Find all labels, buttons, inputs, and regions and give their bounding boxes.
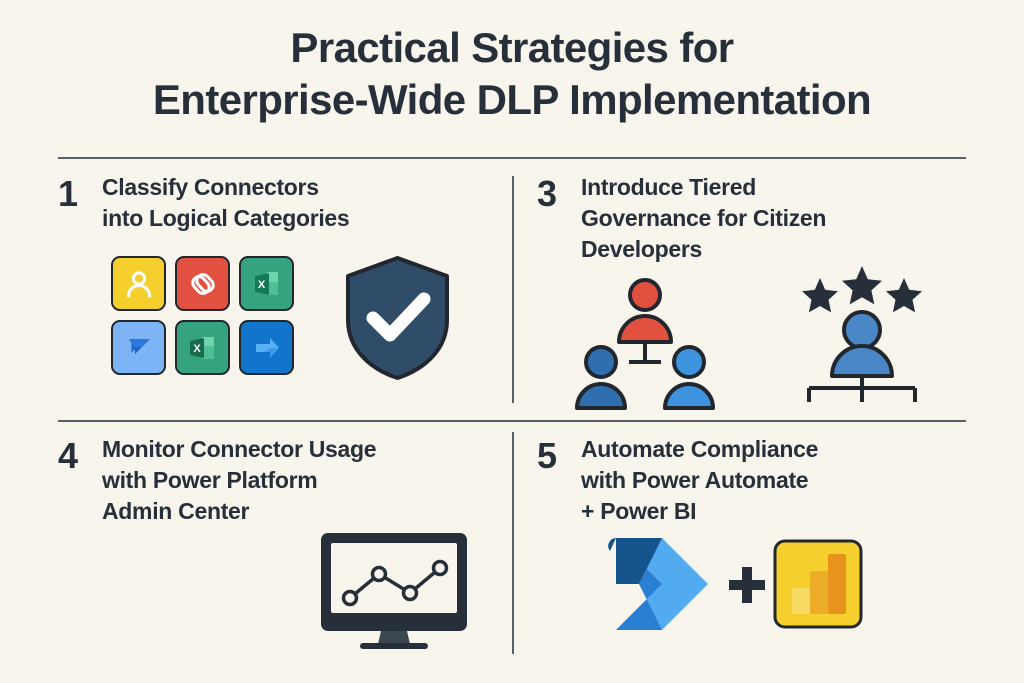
- connector-tile-grid: X X: [111, 256, 294, 375]
- section-number: 4: [58, 435, 79, 476]
- star-person-art: [801, 264, 923, 409]
- divider-horizontal-top: [58, 157, 966, 159]
- flag-connector-tile[interactable]: [111, 320, 166, 375]
- title-line-2: Enterprise-Wide DLP Implementation: [152, 76, 872, 123]
- svg-text:X: X: [257, 279, 265, 291]
- star-person-icon: [802, 266, 922, 402]
- monitor-art: [318, 530, 470, 655]
- divider-vertical-upper: [512, 176, 514, 403]
- person-icon: [126, 270, 151, 297]
- arrow-right-icon: [255, 337, 279, 358]
- monitor-line-chart-icon: [321, 533, 467, 649]
- excel-icon: X: [254, 271, 278, 295]
- section-heading: Automate Compliance with Power Automate …: [581, 436, 819, 524]
- link-loop-icon: [190, 272, 215, 295]
- section-header: 1 Classify Connectors into Logical Categ…: [58, 172, 498, 234]
- divider-vertical-lower: [512, 432, 514, 654]
- power-automate-art: [604, 534, 712, 639]
- section-header: 3 Introduce Tiered Governance for Citize…: [537, 172, 967, 265]
- title-line-1: Practical Strategies for: [290, 24, 734, 71]
- contact-connector-tile[interactable]: [111, 256, 166, 311]
- section-monitor-usage: 4 Monitor Connector Usage with Power Pla…: [58, 434, 498, 654]
- divider-horizontal-middle: [58, 420, 966, 422]
- shield-art: [340, 254, 455, 387]
- section-automate-compliance: 5 Automate Compliance with Power Automat…: [537, 434, 967, 654]
- section-number: 3: [537, 173, 558, 214]
- section-heading: Introduce Tiered Governance for Citizen …: [581, 174, 827, 262]
- link-connector-tile[interactable]: [175, 256, 230, 311]
- section-tiered-governance: 3 Introduce Tiered Governance for Citize…: [537, 172, 967, 412]
- excel-connector-tile-1[interactable]: X: [239, 256, 294, 311]
- plus-icon: [729, 567, 765, 603]
- org-chart-art: [575, 276, 715, 419]
- org-chart-icon: [575, 278, 715, 410]
- section-number: 1: [58, 173, 79, 214]
- section-header: 5 Automate Compliance with Power Automat…: [537, 434, 967, 527]
- power-automate-logo: [608, 538, 708, 630]
- section-heading: Classify Connectors into Logical Categor…: [102, 174, 350, 231]
- flag-icon: [128, 338, 150, 354]
- excel-icon: X: [189, 336, 214, 359]
- section-heading: Monitor Connector Usage with Power Platf…: [102, 436, 377, 524]
- section-classify-connectors: 1 Classify Connectors into Logical Categ…: [58, 172, 498, 412]
- excel-connector-tile-2[interactable]: X: [175, 320, 230, 375]
- section-number: 5: [537, 435, 558, 476]
- svg-text:X: X: [193, 343, 201, 355]
- section-header: 4 Monitor Connector Usage with Power Pla…: [58, 434, 498, 527]
- forward-connector-tile[interactable]: [239, 320, 294, 375]
- power-bi-logo: [773, 539, 863, 629]
- power-bi-art: [772, 538, 864, 635]
- shield-check-icon: [346, 256, 449, 380]
- plus-sign: [727, 565, 767, 610]
- page-title: Practical Strategies for Enterprise-Wide…: [0, 22, 1024, 126]
